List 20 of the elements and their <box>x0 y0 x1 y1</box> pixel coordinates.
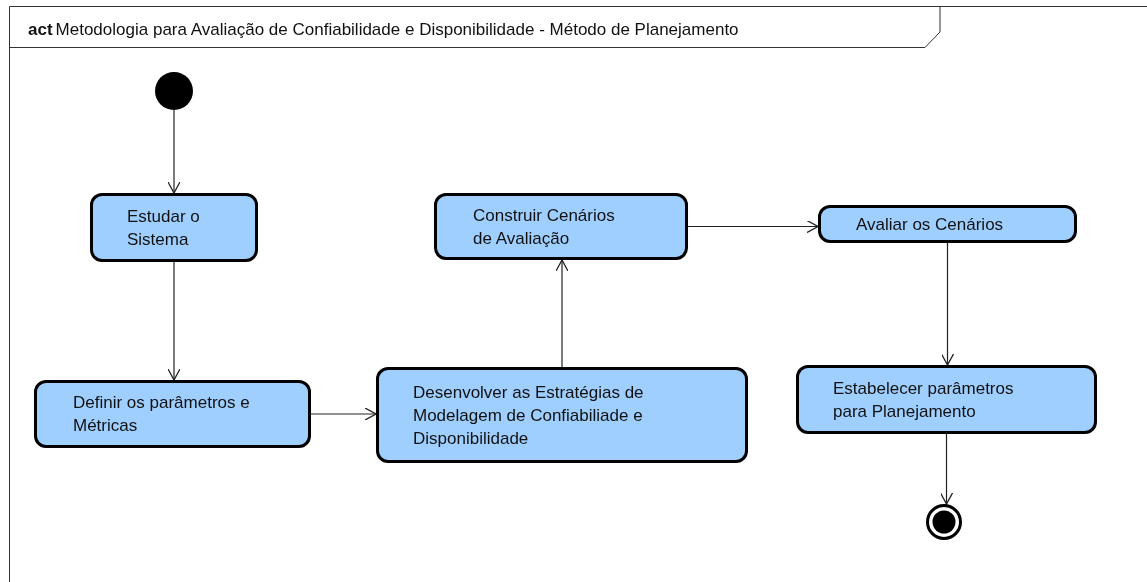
action-box <box>434 193 688 260</box>
frame-title: actMetodologia para Avaliação de Confiabilidade e Disponibilidade - Método de Planejamento <box>28 19 739 41</box>
arrow <box>167 261 181 381</box>
action-label: Definir os parâmetros e Métricas <box>73 392 251 437</box>
action-box <box>34 380 311 448</box>
arrow <box>167 109 181 194</box>
arrow <box>555 259 569 368</box>
action-box <box>376 367 748 463</box>
action-label: Desenvolver as Estratégias de Modelagem de Confiabiliade e Disponibilidade <box>413 381 645 450</box>
action-box <box>90 193 258 262</box>
action-box <box>796 365 1097 434</box>
action-label: Estabelecer parâmetros para Planejamento <box>833 377 1015 423</box>
action-label: Estudar o Sistema <box>127 205 201 251</box>
arrow <box>687 219 819 234</box>
arrow <box>940 242 955 366</box>
action-label: Avaliar os Cenários <box>856 213 1005 236</box>
arrow <box>939 433 954 505</box>
arrow <box>310 407 377 421</box>
action-label: Construir Cenários de Avaliação <box>473 204 616 250</box>
action-box <box>818 205 1077 243</box>
